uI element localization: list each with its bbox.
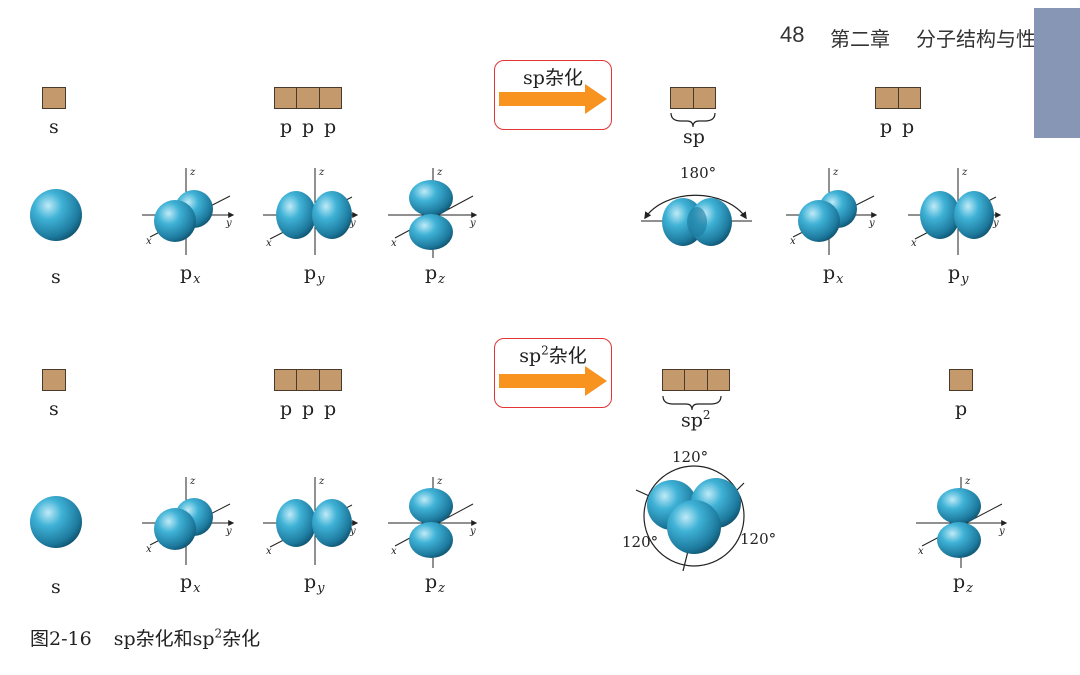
p-box-label: p (324, 398, 337, 420)
sp2-orbital-boxes (662, 369, 730, 391)
sp2-box-label: sp2 (681, 408, 711, 432)
py-orbital-icon (908, 168, 1002, 255)
sp-hybrid-orbital-icon (641, 194, 752, 246)
svg-text:y: y (868, 218, 875, 229)
pz-orbital-icon (388, 168, 478, 258)
px-orbital-label: px (180, 262, 201, 287)
s-orbital-label: s (51, 266, 61, 288)
remaining-p-boxes (875, 87, 921, 109)
sp2-arrow-icon (499, 366, 607, 396)
pz-orbital-label: pz (425, 262, 446, 287)
s-orbital-label: s (51, 576, 61, 598)
svg-text:y: y (992, 218, 999, 229)
px-orbital-icon (142, 168, 235, 255)
svg-text:z: z (189, 476, 196, 487)
svg-text:x: x (146, 544, 152, 555)
svg-text:x: x (266, 238, 272, 249)
px-orbital-icon (142, 477, 235, 565)
svg-text:x: x (918, 546, 924, 557)
s-orbital-box (42, 87, 66, 109)
page-number: 48 (780, 22, 805, 47)
pz-orbital-icon (916, 477, 1008, 568)
p-box-label: p (280, 116, 293, 138)
p-orbital-boxes (274, 369, 342, 391)
svg-text:y: y (225, 218, 232, 229)
s-orbital-box (42, 369, 66, 391)
sp-orbital-boxes (670, 87, 716, 109)
sp-bond-angle-label: 180° (680, 164, 717, 182)
svg-text:x: x (146, 236, 152, 247)
px-orbital-label: px (180, 571, 201, 596)
svg-text:z: z (961, 167, 968, 178)
remaining-p-box (949, 369, 973, 391)
svg-text:y: y (349, 218, 356, 229)
svg-text:z: z (318, 476, 325, 487)
svg-text:x: x (266, 546, 272, 557)
pz-orbital-icon (388, 477, 478, 568)
sp2-hybridization-label: sp2杂化 (519, 343, 587, 367)
svg-text:x: x (391, 546, 397, 557)
chapter-title: 第二章 (830, 27, 890, 51)
svg-text:z: z (832, 167, 839, 178)
svg-text:z: z (436, 476, 443, 487)
svg-text:y: y (225, 526, 232, 537)
py-orbital-icon (263, 477, 359, 565)
s-orbital-sphere (30, 496, 82, 548)
py-orbital-label: py (304, 571, 325, 596)
py-orbital-label: py (948, 262, 969, 287)
p-box-label: p (902, 116, 915, 138)
svg-text:x: x (391, 238, 397, 249)
s-box-label: s (49, 398, 59, 420)
svg-text:y: y (349, 526, 356, 537)
sp-hybridization-label: sp杂化 (523, 67, 583, 89)
s-orbital-sphere (30, 189, 82, 241)
sp-box-label: sp (683, 126, 705, 148)
p-box-label: p (324, 116, 337, 138)
svg-text:x: x (911, 238, 917, 249)
svg-text:z: z (318, 167, 325, 178)
chapter-side-tab (1034, 8, 1080, 138)
p-box-label: p (302, 116, 315, 138)
py-orbital-label: py (304, 262, 325, 287)
svg-text:y: y (998, 526, 1005, 537)
sp-arrow-icon (499, 84, 607, 114)
section-title: 分子结构与性质 (916, 27, 1056, 51)
axis-labels: z y x z y x z y x z y x z y x z y x z y x z y x z y x (146, 167, 1005, 557)
svg-text:x: x (790, 236, 796, 247)
sp2-brace (662, 395, 722, 411)
px-orbital-icon (786, 168, 878, 255)
pz-orbital-label: pz (425, 571, 446, 596)
sp2-angle-right-label: 120° (740, 530, 777, 548)
p-box-label: p (302, 398, 315, 420)
sp2-angle-top-label: 120° (672, 448, 709, 466)
svg-text:z: z (964, 476, 971, 487)
s-box-label: s (49, 116, 59, 138)
sp2-hybrid-orbital-icon (635, 465, 745, 572)
p-box-label: p (280, 398, 293, 420)
px-orbital-label: px (823, 262, 844, 287)
pz-orbital-label: pz (953, 571, 974, 596)
py-orbital-icon (263, 168, 359, 255)
p-box-label: p (955, 398, 968, 420)
svg-text:y: y (469, 218, 476, 229)
svg-text:y: y (469, 526, 476, 537)
sp-brace (670, 112, 716, 128)
p-orbital-boxes (274, 87, 342, 109)
p-box-label: p (880, 116, 893, 138)
svg-text:z: z (436, 167, 443, 178)
svg-text:z: z (189, 167, 196, 178)
